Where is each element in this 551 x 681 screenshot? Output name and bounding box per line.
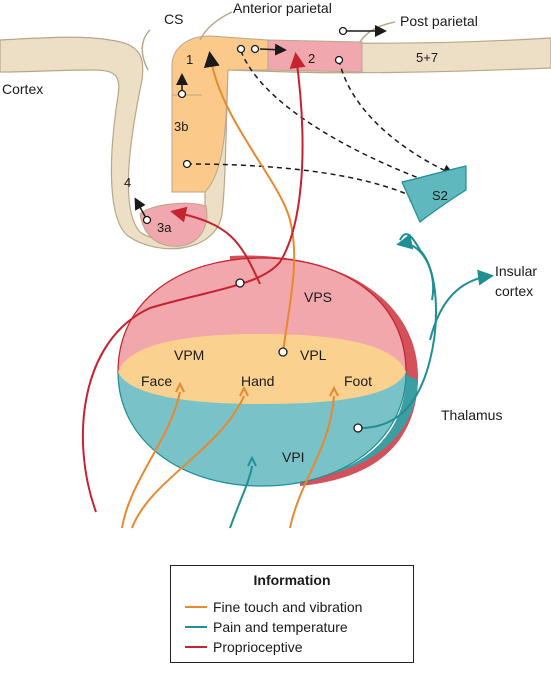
thalamus xyxy=(117,255,419,487)
legend: Information Fine touch and vibration Pai… xyxy=(170,565,414,663)
legend-label-proprioceptive: Proprioceptive xyxy=(213,639,303,655)
legend-title: Information xyxy=(253,572,331,588)
s2-region xyxy=(401,165,467,223)
cs-label: CS xyxy=(164,11,183,27)
area-1-3b-region xyxy=(171,35,269,193)
fine-touch-pathways xyxy=(121,51,339,529)
post-parietal-label: Post parietal xyxy=(400,13,478,29)
cortex-band xyxy=(0,36,551,250)
cortex-label: Cortex xyxy=(2,81,43,97)
area-3b-label: 3b xyxy=(174,119,188,134)
vpi-label: VPI xyxy=(282,449,305,465)
legend-label-pain-temperature: Pain and temperature xyxy=(213,619,348,635)
area-3a-region xyxy=(139,202,208,247)
thalamus-label: Thalamus xyxy=(441,407,502,423)
anterior-parietal-label: Anterior parietal xyxy=(233,0,332,16)
area-5-7-label: 5+7 xyxy=(416,50,438,65)
legend-item-fine-touch: Fine touch and vibration xyxy=(185,598,362,616)
insular-cortex-label-line2: cortex xyxy=(495,283,533,299)
legend-item-pain-temperature: Pain and temperature xyxy=(185,618,348,636)
legend-swatch-fine-touch xyxy=(185,605,207,609)
vpl-label: VPL xyxy=(300,347,327,363)
hand-label: Hand xyxy=(241,373,274,389)
face-label: Face xyxy=(141,373,172,389)
vpm-label: VPM xyxy=(174,347,204,363)
area-3a-label: 3a xyxy=(157,220,172,235)
vps-label: VPS xyxy=(304,289,332,305)
area-1-label: 1 xyxy=(186,52,193,67)
legend-label-fine-touch: Fine touch and vibration xyxy=(213,599,363,615)
pain-temperature-pathways xyxy=(229,233,494,529)
foot-label: Foot xyxy=(344,373,372,389)
insular-cortex-label-line1: Insular xyxy=(495,263,537,279)
proprioceptive-pathways xyxy=(81,52,306,513)
s2-label: S2 xyxy=(432,188,448,203)
area-2-label: 2 xyxy=(308,51,315,66)
legend-item-proprioceptive: Proprioceptive xyxy=(185,638,303,656)
legend-swatch-pain-temperature xyxy=(185,625,207,629)
legend-swatch-proprioceptive xyxy=(185,645,207,649)
area-4-label: 4 xyxy=(124,175,131,190)
